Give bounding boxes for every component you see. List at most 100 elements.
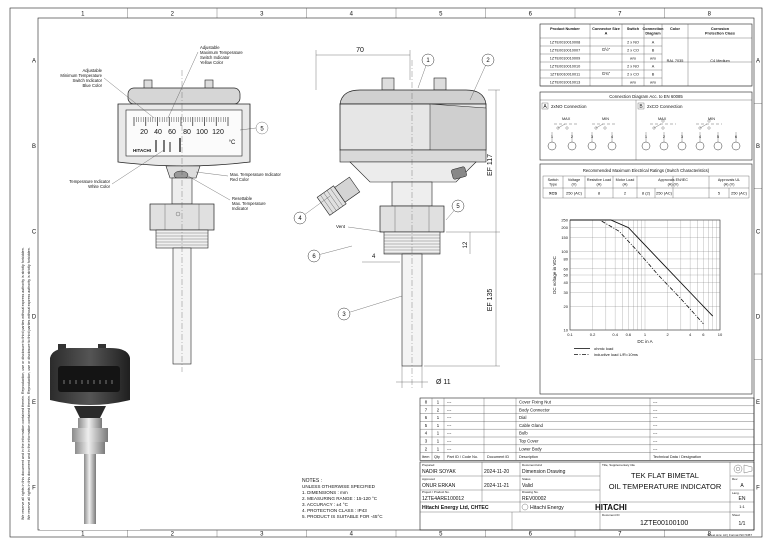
bom-item: 3 [425, 439, 428, 444]
switch-contact-icon [652, 126, 656, 130]
callout-temp-indicator: Temperature Indicator White Color [69, 149, 165, 189]
item-balloon [421, 53, 435, 67]
item-balloon-label: 2 [486, 58, 490, 64]
chart-series-inductive-line [570, 219, 704, 325]
terminal-icon [641, 141, 651, 151]
callout-resettable-l2: Max. Temperature [232, 201, 266, 206]
notes-line-1: 1. DIMENSIONS : mm [302, 490, 348, 495]
rt-frame [542, 175, 750, 199]
bom-desc: Bulb [519, 431, 528, 436]
dim-top-text: 70 [356, 47, 364, 54]
item-balloon-label: 3 [342, 312, 346, 318]
side-head-right-face [429, 103, 487, 151]
callout-adj-min-l3: Switch Indicator [72, 78, 102, 83]
notes-line-2: 2. MEASURING RANGE : 15-120 °C [302, 496, 378, 501]
bom-qty: 1 [437, 446, 440, 451]
callout-adj-min: Adjustable Minimum Temperature Switch In… [60, 68, 155, 119]
tb-approved: ONUR ERKAN [422, 483, 456, 489]
pt-diagram: B [652, 73, 655, 77]
ratings-title: Recommended Maximum Electrical Ratings (… [583, 168, 710, 173]
notes-line-0: UNLESS OTHERWISE SPECIFIED [302, 484, 376, 489]
rt-header: (V) [572, 183, 577, 187]
terminal-icon [547, 141, 557, 151]
vent-leader [347, 226, 385, 233]
footer-notice: Sheet size: A3 | Format ISO 5457 [707, 533, 752, 537]
pt-header: Corrosion [711, 27, 730, 31]
bom-tech: --- [653, 439, 658, 444]
pt-color: RAL 7035 [667, 59, 684, 63]
switch-contact-icon [707, 119, 711, 123]
item-balloon [337, 307, 351, 321]
bom-part: --- [447, 431, 452, 436]
item-balloon [451, 199, 465, 213]
grid-col-label-bottom: 4 [350, 532, 354, 538]
tb-title-2: OIL TEMPERATURE INDICATOR [609, 482, 722, 491]
grid-row-label-right: C [756, 229, 761, 235]
chart-x-tick: 0.6 [626, 332, 632, 337]
grid-col-label-top: 8 [708, 12, 712, 18]
callout-temp-ind-l2: White Color [88, 184, 110, 189]
conn-b-label: B [639, 104, 643, 110]
callout-max-ind-l1: Max. Temperature Indicator [230, 172, 281, 177]
grid-col-label-bottom: 5 [439, 532, 443, 538]
pt-header: Connection [643, 27, 665, 31]
bom-header: Technical Data / Designation [653, 455, 701, 459]
bom-part: --- [447, 439, 452, 444]
grid-col-label-top: 4 [350, 12, 354, 18]
pt-header: Switch [627, 27, 640, 31]
bom-tech: --- [653, 407, 658, 412]
bom-header: Document ID [487, 455, 509, 459]
pt-header: A [605, 32, 608, 36]
side-view: 70 [293, 47, 500, 390]
terminal-label: 1 [645, 134, 648, 139]
grid-row-label-right: A [756, 59, 760, 65]
terminal-icon [713, 141, 723, 151]
rt-header: Type [549, 183, 557, 187]
callout-resettable-l1: Resettable [232, 196, 253, 201]
callout-adj-min-l2: Minimum Temperature [60, 73, 102, 78]
rt-header: Approvals UL [718, 178, 740, 182]
grid-col-label-bottom: 8 [708, 532, 712, 538]
grid-col-label-top: 1 [81, 12, 85, 18]
dial-label-120: 120 [212, 129, 224, 136]
tb-lang: EN [739, 496, 746, 502]
bom-item: 6 [425, 415, 428, 420]
pt-switch: 2 x CO [627, 73, 639, 77]
bom-qty: 1 [437, 415, 440, 420]
rt-value: 8 (2) [642, 191, 651, 196]
dim-right-lower-text: EF 135 [487, 289, 494, 312]
conn-b-min: MIN [708, 117, 715, 121]
tb-prepared-date: 2024-11-20 [484, 469, 509, 475]
bom-header: Part ID / Code No. [447, 455, 478, 459]
pt-switch: w/o [630, 57, 636, 61]
bom-tech: --- [653, 400, 658, 405]
bom-qty: 1 [437, 431, 440, 436]
dial-unit: °C [229, 140, 236, 146]
pt-product-number: 1ZTE0010010007 [550, 49, 580, 53]
chart-y-tick: 30 [564, 290, 569, 295]
conn-a-min: MIN [602, 117, 609, 121]
item-balloon-label: 5 [456, 204, 460, 210]
title-block-border [419, 461, 755, 531]
tb-status: Valid [522, 483, 533, 489]
grid-col-label-bottom: 7 [618, 532, 622, 538]
tb-approved-label: Approved [422, 477, 435, 481]
rt-value: 8 [598, 191, 601, 196]
grid-row-label-left: E [32, 400, 36, 406]
side-knob-left [381, 77, 395, 91]
tb-title-label: Title, Supplementary title [602, 463, 635, 467]
callout-adj-max: Adjustable Maximum Temperature Switch In… [167, 45, 243, 119]
product-table-grid [540, 24, 752, 87]
bom-tech: --- [653, 431, 658, 436]
tb-status-label: Status [522, 477, 531, 481]
terminal-icon [567, 141, 577, 151]
chart-y-tick: 80 [564, 256, 569, 261]
tb-doc-kind: Dimension Drawing [522, 469, 566, 475]
pt-diagram: w/o [650, 57, 656, 61]
balloon-leader [313, 245, 353, 257]
tb-project-label: Project / Product No. [422, 490, 450, 494]
chart-x-tick: 10 [718, 332, 723, 337]
